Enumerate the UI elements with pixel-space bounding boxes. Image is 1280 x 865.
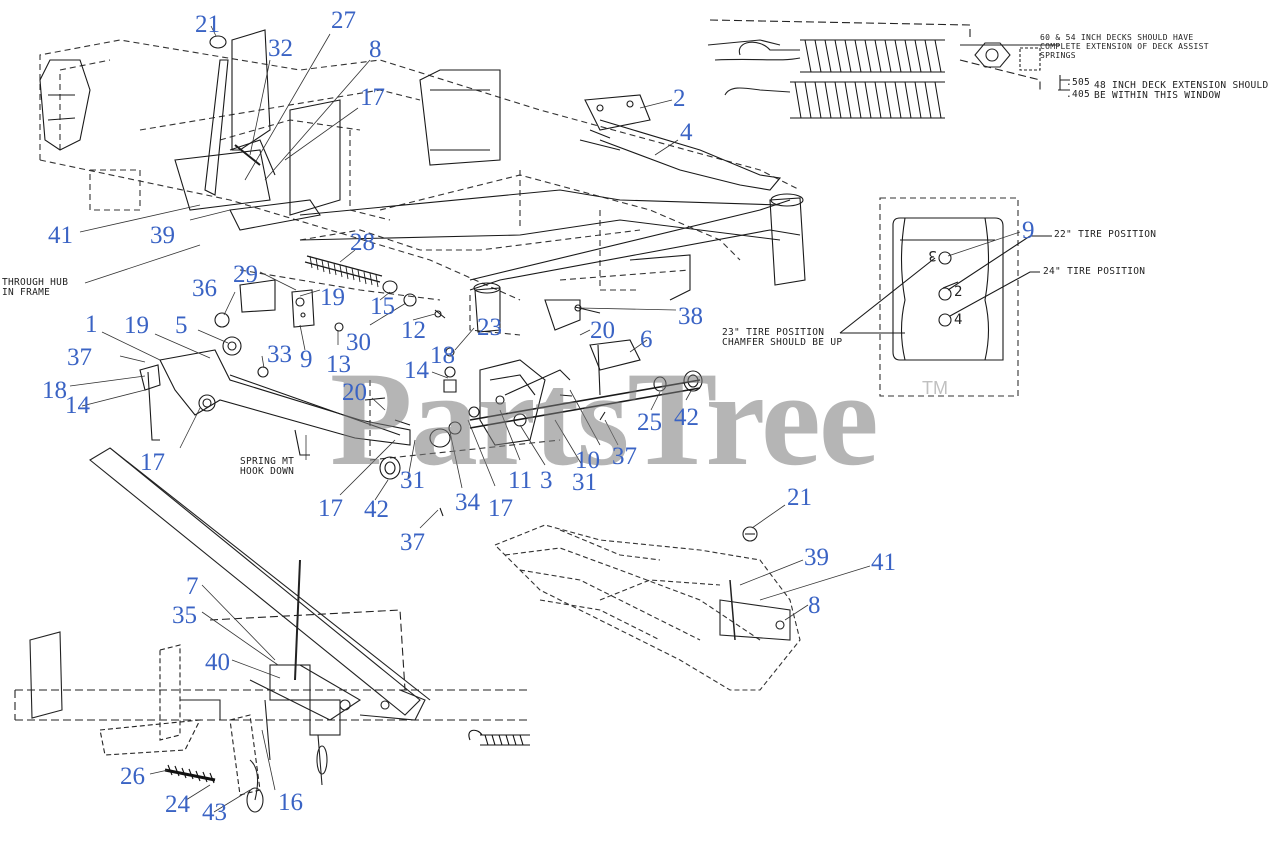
callout-28: 28 [350, 229, 375, 256]
callout-42: 42 [674, 404, 699, 431]
callout-11: 11 [508, 467, 533, 494]
callout-18b: 18 [430, 342, 455, 369]
callout-36: 36 [192, 275, 217, 302]
callout-5: 5 [175, 312, 188, 339]
note-tire-22: 22" TIRE POSITION [1054, 229, 1157, 240]
callout-2: 2 [673, 85, 686, 112]
note-spring-mt: SPRING MT HOOK DOWN [240, 457, 294, 477]
note-line: SPRINGS [1040, 51, 1076, 60]
callout-37: 37 [67, 344, 92, 371]
note-line: CHAMFER SHOULD BE UP [722, 337, 843, 348]
note-deck-springs: 60 & 54 INCH DECKS SHOULD HAVE COMPLETE … [1040, 33, 1209, 60]
note-line: 23" TIRE POSITION [722, 327, 825, 338]
callout-41: 41 [48, 222, 73, 249]
callout-35: 35 [172, 602, 197, 629]
note-line: HOOK DOWN [240, 466, 295, 477]
callout-23: 23 [477, 314, 502, 341]
callout-34: 34 [455, 489, 480, 516]
callout-6: 6 [640, 326, 653, 353]
callout-29: 29 [233, 261, 258, 288]
callout-39b: 39 [804, 544, 829, 571]
callout-13: 13 [326, 351, 351, 378]
callout-17c: 17 [318, 495, 343, 522]
callout-14b: 14 [404, 357, 429, 384]
dim-lower: .405 [1066, 89, 1091, 100]
callout-12: 12 [401, 317, 426, 344]
hole-label-4: 4 [954, 312, 963, 328]
callout-9: 9 [300, 346, 313, 373]
callout-37b: 37 [612, 443, 637, 470]
callout-39: 39 [150, 222, 175, 249]
dim-upper: .505 [1066, 77, 1091, 88]
callout-14: 14 [65, 392, 90, 419]
callout-7: 7 [186, 573, 199, 600]
callout-17d: 17 [488, 495, 513, 522]
callout-15: 15 [370, 293, 395, 320]
callout-21: 21 [195, 11, 220, 38]
callout-19b: 19 [124, 312, 149, 339]
callout-42b: 42 [364, 496, 389, 523]
callout-33: 33 [267, 341, 292, 368]
note-line: 60 & 54 INCH DECKS SHOULD HAVE [1040, 33, 1194, 42]
callout-40: 40 [205, 649, 230, 676]
callout-19: 19 [320, 284, 345, 311]
watermark-trademark: TM [922, 378, 948, 398]
callout-25: 25 [637, 409, 662, 436]
callout-20b: 20 [342, 379, 367, 406]
note-tire-23: 23" TIRE POSITION CHAMFER SHOULD BE UP [722, 328, 842, 348]
note-line: IN FRAME [2, 287, 51, 298]
callout-20: 20 [590, 317, 615, 344]
callout-16: 16 [278, 789, 303, 816]
callout-1: 1 [85, 311, 98, 338]
callout-30: 30 [346, 329, 371, 356]
note-line: THROUGH HUB [2, 277, 69, 288]
note-line: 48 INCH DECK EXTENSION SHOULD [1094, 80, 1269, 91]
callout-10: 10 [575, 447, 600, 474]
hole-label-2: 2 [954, 284, 963, 300]
callout-24: 24 [165, 791, 190, 818]
callout-37c: 37 [400, 529, 425, 556]
note-through-hub: THROUGH HUB IN FRAME [2, 278, 68, 298]
callout-43: 43 [202, 799, 227, 826]
callout-31b: 31 [400, 467, 425, 494]
callout-8: 8 [369, 36, 382, 63]
callout-8b: 8 [808, 592, 821, 619]
callout-38: 38 [678, 303, 703, 330]
note-line: BE WITHIN THIS WINDOW [1094, 90, 1221, 101]
note-tire-24: 24" TIRE POSITION [1043, 266, 1146, 277]
callout-21b: 21 [787, 484, 812, 511]
watermark-text: PartsTree [330, 345, 879, 494]
callout-3: 3 [540, 467, 553, 494]
note-line: COMPLETE EXTENSION OF DECK ASSIST [1040, 42, 1209, 51]
callout-41b: 41 [871, 549, 896, 576]
callout-26: 26 [120, 763, 145, 790]
note-line: SPRING MT [240, 456, 295, 467]
callout-17b: 17 [140, 449, 165, 476]
note-deck-48: 48 INCH DECK EXTENSION SHOULD BE WITHIN … [1094, 81, 1269, 101]
callout-27: 27 [331, 7, 356, 34]
callout-9b: 9 [1022, 217, 1035, 244]
callout-4: 4 [680, 119, 693, 146]
callout-18: 18 [42, 377, 67, 404]
callout-17: 17 [360, 84, 385, 111]
callout-31: 31 [572, 469, 597, 496]
hole-label-3: 3 [928, 247, 937, 263]
callout-32: 32 [268, 35, 293, 62]
